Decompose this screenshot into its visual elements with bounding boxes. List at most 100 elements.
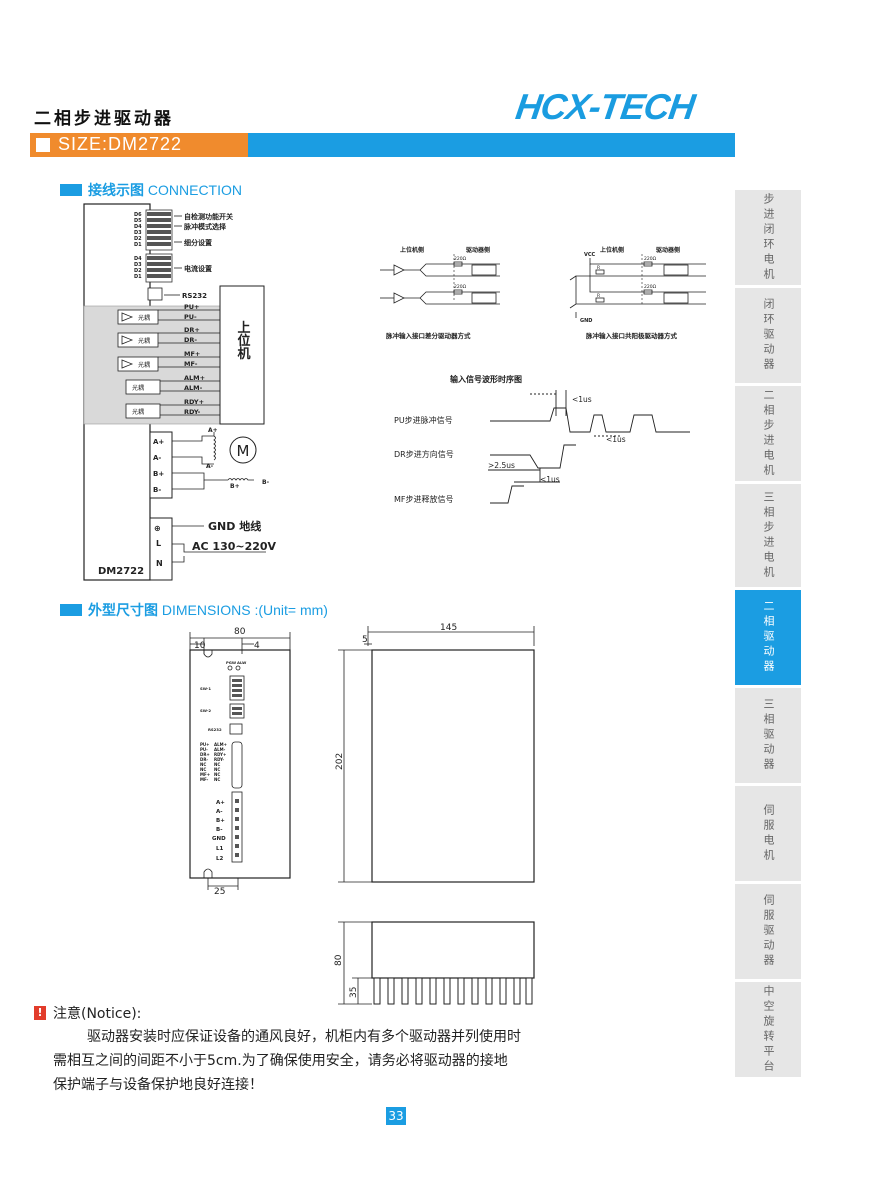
- dim-label: 80: [234, 627, 246, 637]
- pin-label: RDY+: [184, 398, 204, 406]
- ac-label: AC 130~220V: [192, 540, 277, 553]
- pin-label: PU-: [184, 313, 197, 321]
- annotation-label: 电流设置: [184, 264, 212, 273]
- sidebar-item-label: 伺服电机: [762, 803, 775, 864]
- dim-label: 80: [334, 954, 344, 966]
- notice-line: 驱动器安装时应保证设备的通风良好，机柜内有多个驱动器并列使用时: [87, 1029, 521, 1045]
- svg-text:光耦: 光耦: [132, 384, 144, 392]
- interface-diagrams: 上位机侧 驱动器侧 220Ω 220Ω 脉冲输入接口差分驱动器方式 VCC 上位…: [380, 246, 706, 340]
- switch-label: D4: [134, 224, 142, 230]
- sidebar-item-3phase-motor[interactable]: 三相步进电机: [735, 484, 801, 587]
- sidebar-item-3phase-driver[interactable]: 三相驱动器: [735, 688, 801, 783]
- panel-label: PGW: [226, 660, 237, 665]
- diff-driver-label: 驱动器侧: [466, 246, 490, 254]
- warning-icon: !: [34, 1006, 46, 1020]
- page-heading: 二相步进驱动器: [34, 109, 174, 129]
- optocoupler-2: 光耦: [117, 332, 159, 348]
- pin-label: DR-: [184, 336, 197, 344]
- resistor-label: 220Ω: [644, 284, 657, 290]
- sidebar-item-servo-motor[interactable]: 伺服电机: [735, 786, 801, 881]
- switch-label: D5: [134, 218, 142, 224]
- sidebar-item-label: 闭环驱动器: [762, 298, 775, 373]
- pin-label: RDY-: [184, 408, 201, 416]
- panel-pin: DR-: [200, 757, 208, 762]
- switch-label: D4: [134, 256, 142, 262]
- sidebar-item-label: 步进闭环电机: [762, 192, 775, 283]
- panel-pin: MF-: [200, 777, 209, 782]
- panel-pin: PU+: [200, 742, 210, 747]
- connection-heading-cn: 接线示图: [88, 182, 144, 198]
- dim-label: 5: [362, 635, 368, 645]
- power-pin-label: GND: [212, 836, 226, 842]
- svg-text:光耦: 光耦: [138, 361, 150, 369]
- pin-label: PU+: [184, 303, 200, 311]
- sidebar-item-2phase-motor[interactable]: 二相步进电机: [735, 386, 801, 481]
- panel-pin: MF+: [200, 772, 210, 777]
- power-pin: ⊕: [154, 524, 161, 533]
- page-number: 33: [386, 1107, 406, 1125]
- notice-title: 注意(Notice):: [53, 1006, 142, 1022]
- panel-pin: NC: [214, 772, 220, 777]
- dim-label: 145: [440, 623, 457, 633]
- timing-label: PU步进脉冲信号: [394, 415, 453, 425]
- sidebar-item-closed-loop-driver[interactable]: 闭环驱动器: [735, 288, 801, 383]
- dim-label: 10: [194, 641, 206, 651]
- timing-mark: <1us: [540, 475, 560, 484]
- motor-pin: B+: [153, 470, 164, 478]
- connection-heading: 接线示图 CONNECTION: [88, 180, 242, 200]
- size-bar-accent: [30, 133, 248, 157]
- panel-pin: RDY-: [214, 757, 224, 762]
- panel-pin: NC: [200, 762, 206, 767]
- category-sidebar: 步进闭环电机 闭环驱动器 二相步进电机 三相步进电机 二相驱动器 三相驱动器 伺…: [735, 190, 801, 1080]
- motor-wire-label: A-: [206, 463, 214, 470]
- switch-label: D1: [134, 242, 142, 248]
- panel-pin: NC: [214, 777, 220, 782]
- timing-title: 输入信号波形时序图: [450, 374, 522, 384]
- sidebar-item-hollow-platform[interactable]: 中空旋转平台: [735, 982, 801, 1077]
- power-pin-label: A+: [216, 800, 225, 806]
- sidebar-item-label: 三相驱动器: [762, 698, 775, 773]
- dimensions-heading-cn: 外型尺寸图: [88, 602, 158, 618]
- panel-label: RS232: [208, 727, 222, 732]
- dip-switch-block-1: [145, 209, 173, 251]
- diff-host-label: 上位机侧: [400, 246, 424, 254]
- power-pin: L: [156, 539, 161, 548]
- rs232-port: [147, 287, 163, 301]
- timing-mark: <1us: [606, 435, 626, 444]
- size-label: SIZE:DM2722: [58, 134, 183, 154]
- host-label: 上位机: [235, 321, 251, 361]
- sidebar-item-servo-driver[interactable]: 伺服驱动器: [735, 884, 801, 979]
- pin-label: DR+: [184, 326, 200, 334]
- panel-label: ALW: [237, 660, 247, 665]
- dim-label: 35: [349, 987, 359, 998]
- r-label: R: [597, 293, 600, 299]
- panel-pin: NC: [214, 767, 220, 772]
- switch-label: D3: [134, 262, 142, 268]
- dimensions-heading-en: DIMENSIONS :(Unit= mm): [161, 602, 328, 618]
- motor-pin: A-: [153, 454, 161, 462]
- section-marker-icon: [60, 604, 82, 616]
- notice-body: 驱动器安装时应保证设备的通风良好，机柜内有多个驱动器并列使用时 需相互之间的间距…: [53, 1025, 613, 1097]
- svg-text:光耦: 光耦: [138, 337, 150, 345]
- switch-label: D2: [134, 236, 142, 242]
- motor-terminal: [149, 431, 173, 499]
- optocoupler-5: 光耦: [125, 403, 161, 419]
- front-view-drawing: 80 10 4 25 PGW ALW SW-1 SW-2 RS232 PU+ P…: [189, 627, 291, 896]
- timing-mark: >2.5us: [488, 461, 515, 470]
- sidebar-item-label: 二相步进电机: [762, 388, 775, 479]
- svg-text:光耦: 光耦: [132, 408, 144, 416]
- common-host-label: 上位机侧: [600, 246, 624, 254]
- vcc-label: VCC: [584, 252, 596, 258]
- power-pin-label: L1: [216, 846, 224, 852]
- sidebar-item-2phase-driver[interactable]: 二相驱动器: [735, 590, 801, 685]
- sidebar-item-closed-loop-motor[interactable]: 步进闭环电机: [735, 190, 801, 285]
- pin-label: MF-: [184, 360, 198, 368]
- optocoupler-1: 光耦: [117, 309, 159, 325]
- svg-text:光耦: 光耦: [138, 314, 150, 322]
- dimensions-heading: 外型尺寸图 DIMENSIONS :(Unit= mm): [88, 600, 328, 620]
- pin-label: ALM+: [184, 374, 205, 382]
- timing-label: DR步进方向信号: [394, 449, 454, 459]
- dip-switch-block-2: [145, 253, 173, 283]
- panel-pin: NC: [214, 762, 220, 767]
- motor-pin: A+: [153, 438, 164, 446]
